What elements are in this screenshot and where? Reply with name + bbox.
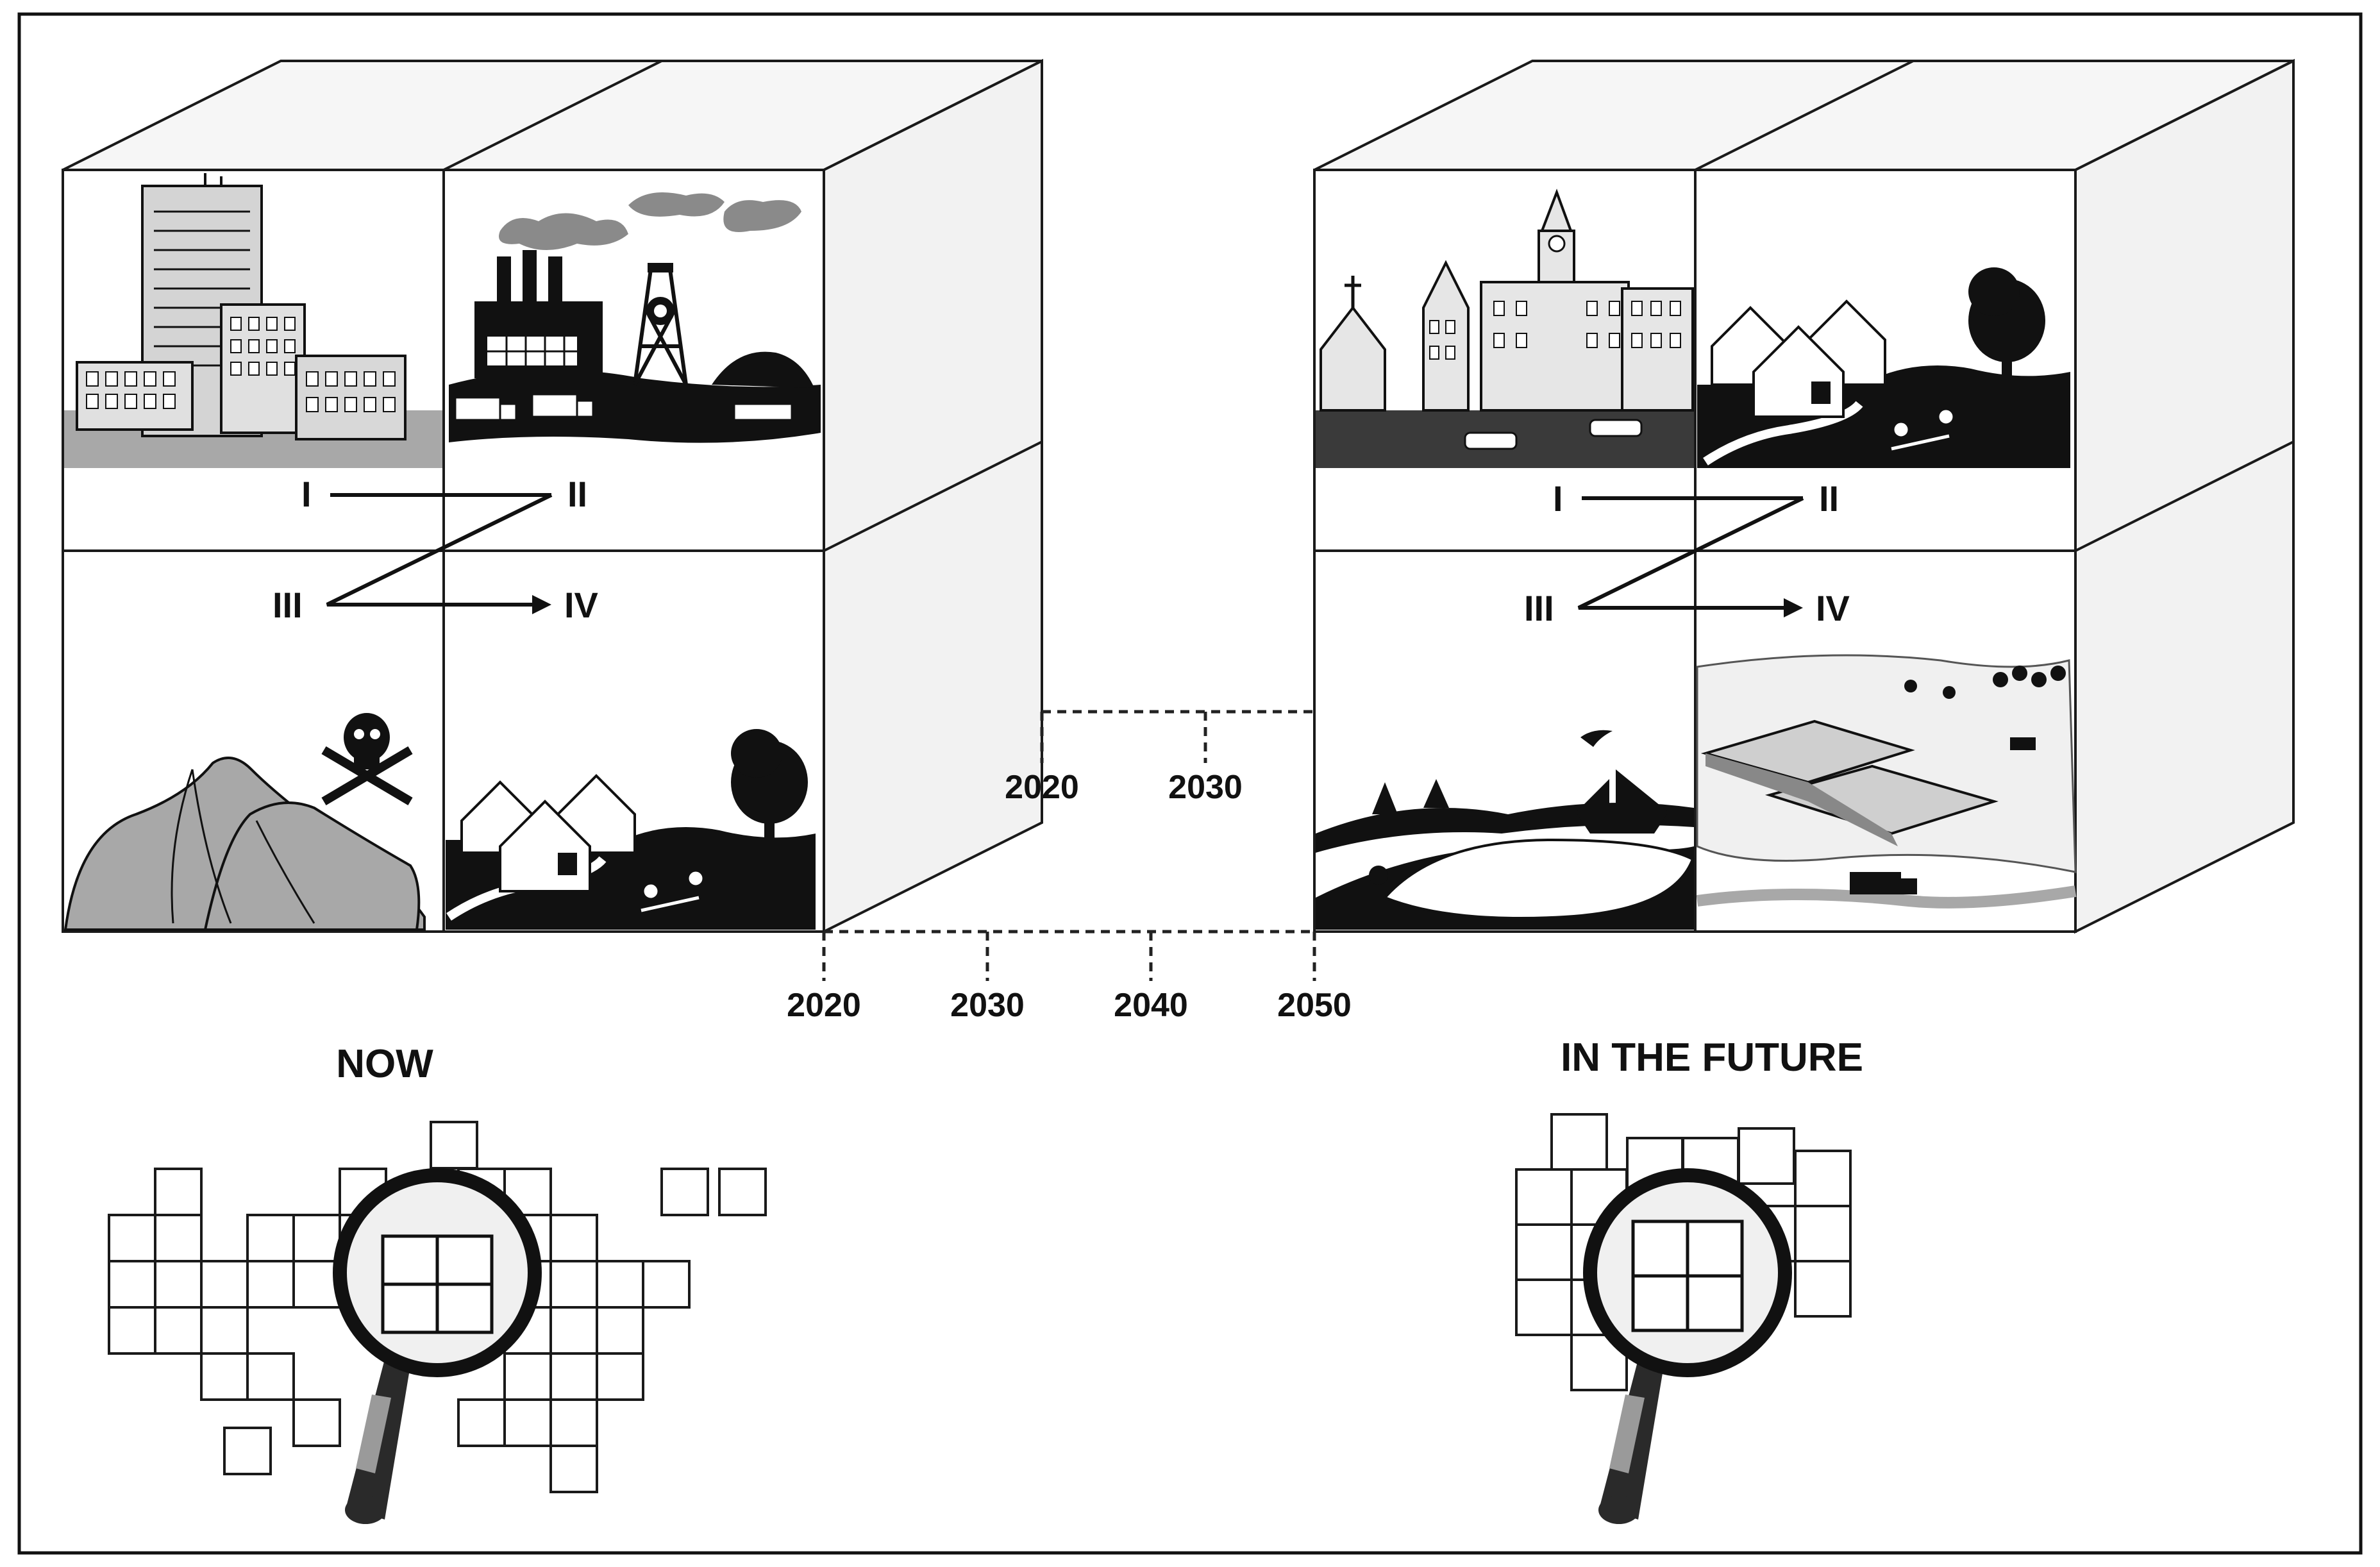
map-grid-square <box>549 1352 598 1401</box>
timeline: 2020 2030 2040 2050 2020 2030 <box>787 710 1352 1024</box>
tick-front-2020: 2020 <box>787 987 861 1024</box>
map-grid-square <box>154 1168 203 1216</box>
map-grid-square <box>154 1260 203 1309</box>
map-grid-square <box>457 1398 506 1447</box>
tick-front-2050: 2050 <box>1277 987 1352 1024</box>
map-grid-square <box>1794 1205 1852 1262</box>
map-grid-square <box>246 1214 295 1262</box>
map-grid-square <box>549 1306 598 1355</box>
map-grid-square <box>1550 1113 1608 1171</box>
map-future-label: IN THE FUTURE <box>1561 1035 1863 1080</box>
map-grid-square <box>154 1306 203 1355</box>
map-now-grid <box>108 1121 767 1493</box>
map-grid-square <box>246 1352 295 1401</box>
tick-back-2030: 2030 <box>1168 769 1243 806</box>
map-grid-square <box>154 1214 203 1262</box>
map-grid-square <box>660 1168 709 1216</box>
future-label-I: I <box>1553 478 1563 519</box>
map-grid-square <box>549 1214 598 1262</box>
now-label-I: I <box>301 474 312 514</box>
map-grid-square <box>1794 1150 1852 1207</box>
cube-future: I II III IV <box>1313 58 2295 934</box>
map-grid-square <box>642 1260 691 1309</box>
now-label-III: III <box>272 585 303 625</box>
path-I-to-IV-future <box>1577 496 1804 617</box>
scene-logistics-park <box>1696 654 2077 909</box>
now-label-II: II <box>567 474 587 514</box>
map-grid-square <box>503 1398 552 1447</box>
map-grid-square <box>596 1352 644 1401</box>
map-grid-square <box>200 1260 249 1309</box>
map-grid-square <box>549 1445 598 1493</box>
skull-crossbones-icon <box>321 713 413 806</box>
map-grid-square <box>292 1214 341 1262</box>
map-now-label: NOW <box>336 1042 433 1086</box>
tick-front-2040: 2040 <box>1114 987 1188 1024</box>
map-grid-square <box>223 1427 272 1475</box>
map-grid-square <box>430 1121 478 1169</box>
map-grid-square <box>596 1306 644 1355</box>
map-grid-square <box>108 1306 156 1355</box>
magnifier-now <box>333 1168 542 1524</box>
map-grid-square <box>108 1214 156 1262</box>
future-label-IV: IV <box>1816 588 1850 628</box>
map-grid-square <box>200 1352 249 1401</box>
cube-now: I II III IV <box>62 58 1043 934</box>
map-grid-square <box>1515 1278 1573 1336</box>
map-grid-square <box>1515 1223 1573 1281</box>
map-grid-square <box>1515 1168 1573 1226</box>
map-grid-square <box>292 1260 341 1309</box>
scene-toxic-spoil-heaps <box>63 713 426 931</box>
future-label-II: II <box>1819 478 1839 519</box>
map-grid-square <box>596 1260 644 1309</box>
map-grid-square <box>718 1168 767 1216</box>
scene-housing-and-park <box>446 729 816 930</box>
map-grid-square <box>549 1260 598 1309</box>
future-label-III: III <box>1524 588 1554 628</box>
path-I-to-IV <box>326 493 553 614</box>
tick-back-2020: 2020 <box>1005 769 1079 806</box>
map-grid-square <box>1738 1127 1795 1185</box>
tick-front-2030: 2030 <box>950 987 1025 1024</box>
magnifier-future <box>1583 1168 1792 1524</box>
map-grid-square <box>549 1398 598 1447</box>
map-grid-square <box>246 1260 295 1309</box>
scene-housing-and-park-future <box>1697 267 2070 468</box>
map-grid-square <box>292 1398 341 1447</box>
map-grid-square <box>1794 1260 1852 1318</box>
now-label-IV: IV <box>564 585 598 625</box>
scene-industrial-factory-mine <box>449 192 821 443</box>
map-grid-square <box>200 1306 249 1355</box>
scene-historic-town-center <box>1316 189 1694 468</box>
scene-office-buildings <box>64 173 442 468</box>
map-grid-square <box>503 1352 552 1401</box>
map-grid-square <box>108 1260 156 1309</box>
scene-lake-recreation <box>1316 730 1695 930</box>
